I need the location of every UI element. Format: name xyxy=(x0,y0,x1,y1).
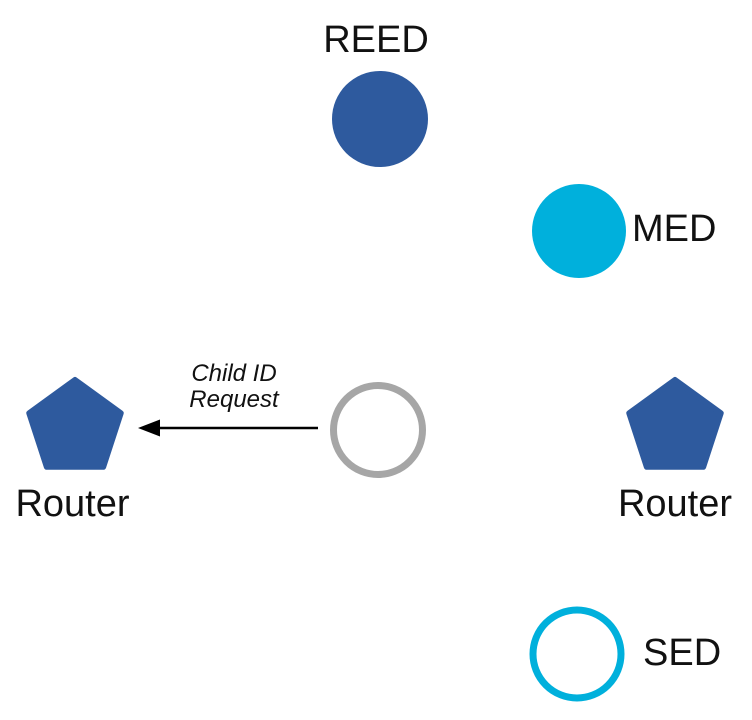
reed-node-label: REED xyxy=(323,19,429,61)
child-id-request-label-line1: Child ID xyxy=(191,360,277,387)
sed-node-label: SED xyxy=(643,632,722,674)
sed-node-circle xyxy=(529,606,625,702)
child-id-request-arrowhead-icon xyxy=(138,419,160,437)
child-id-request-label-line2: Request xyxy=(189,386,279,413)
router-right-label: Router xyxy=(617,483,733,525)
child-id-request-label: Child ID Request xyxy=(154,361,314,413)
router-left-label: Router xyxy=(15,483,130,525)
router-right-pentagon xyxy=(626,377,724,470)
router-left-pentagon xyxy=(26,377,124,470)
med-node-label: MED xyxy=(632,208,717,250)
reed-node-circle xyxy=(332,71,428,167)
med-node-circle xyxy=(532,184,626,278)
joining-device-circle xyxy=(330,382,426,478)
